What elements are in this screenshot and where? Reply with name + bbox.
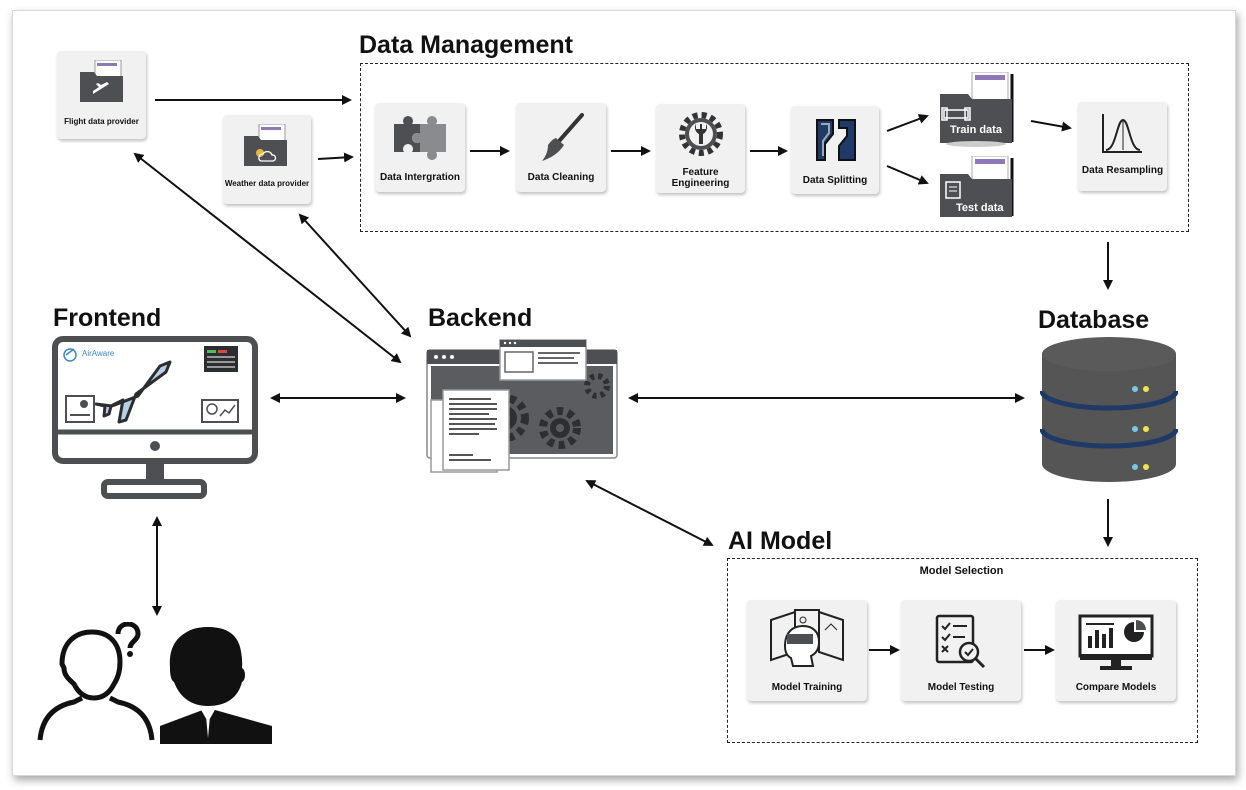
data-splitting-label: Data Splitting	[802, 175, 868, 186]
model-training-card: Model Training	[747, 600, 867, 701]
server-gears-icon	[426, 339, 618, 473]
weather-provider-card: Weather data provider	[223, 115, 311, 204]
frontend-brand: AirAware	[82, 349, 115, 358]
train-data-label: Train data	[950, 124, 1002, 136]
brush-icon	[542, 113, 584, 161]
flight-provider-label: Flight data provider	[64, 117, 139, 126]
bell-curve-icon	[1102, 114, 1142, 153]
split-icon	[816, 119, 856, 161]
users-illustration	[36, 621, 276, 744]
arrow-weather-to-dm	[317, 152, 354, 163]
feature-engineering-card: Feature Engineering	[656, 104, 745, 193]
database-cylinder	[1039, 336, 1179, 486]
test-folder-icon	[940, 155, 1014, 217]
backend-server	[425, 338, 620, 476]
vr-headset-icon	[770, 609, 844, 667]
arrow-train-to-resampling	[1030, 120, 1072, 132]
frontend-monitor: AirAware	[52, 336, 258, 502]
data-management-title: Data Management	[359, 31, 573, 59]
ai-model-title: AI Model	[728, 527, 833, 555]
database-icon	[1039, 337, 1179, 482]
user-question-and-agent-icon	[37, 621, 272, 744]
feature-engineering-label: Feature Engineering	[671, 167, 730, 189]
checklist-magnifier-icon	[935, 614, 986, 669]
arrow-weather-backend	[298, 213, 412, 338]
weather-provider-label: Weather data provider	[224, 179, 310, 188]
arrow-backend-aimodel	[585, 480, 714, 546]
monitor-icon	[52, 336, 258, 499]
data-splitting-card: Data Splitting	[791, 106, 879, 194]
train-data-folder: Train data	[938, 71, 1018, 148]
data-integration-label: Data Intergration	[379, 172, 460, 183]
data-resampling-card: Data Resampling	[1078, 102, 1167, 191]
data-cleaning-card: Data Cleaning	[516, 103, 606, 192]
arrow-splitting-to-train	[886, 114, 929, 132]
test-data-label: Test data	[956, 202, 1004, 214]
model-training-label: Model Training	[771, 682, 843, 693]
data-management-group	[360, 63, 1189, 232]
model-testing-card: Model Testing	[901, 600, 1021, 701]
data-cleaning-label: Data Cleaning	[527, 172, 595, 183]
frontend-title: Frontend	[53, 304, 162, 332]
weather-folder-icon	[244, 124, 287, 166]
model-selection-label: Model Selection	[919, 565, 1004, 577]
backend-title: Backend	[428, 304, 533, 332]
arrow-splitting-to-test	[886, 165, 929, 185]
gear-wrench-icon	[679, 112, 723, 156]
data-integration-card: Data Intergration	[375, 103, 465, 192]
compare-models-label: Compare Models	[1075, 682, 1157, 693]
data-resampling-label: Data Resampling	[1081, 165, 1164, 176]
test-data-folder: Test data	[938, 155, 1018, 220]
compare-models-card: Compare Models	[1056, 600, 1176, 701]
database-title: Database	[1038, 306, 1150, 334]
airplane-glyph	[94, 360, 172, 424]
puzzle-icon	[394, 116, 446, 160]
flight-folder-icon	[80, 60, 123, 102]
dashboard-monitor-icon	[1078, 614, 1154, 670]
ai-model-group	[727, 558, 1198, 743]
train-folder-icon	[940, 71, 1014, 147]
flight-provider-card: Flight data provider	[57, 51, 146, 139]
model-testing-label: Model Testing	[927, 682, 995, 693]
